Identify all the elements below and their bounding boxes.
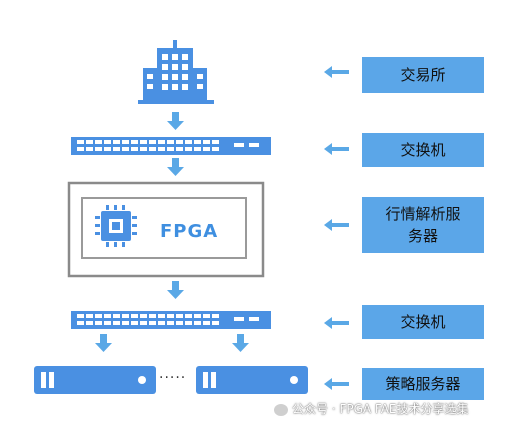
arrow-down-1	[167, 112, 184, 130]
label-exchange: 交易所	[362, 57, 484, 93]
chip-icon	[95, 205, 137, 247]
switch-top-icon	[71, 137, 271, 155]
label-switch-top-text: 交换机	[400, 141, 446, 159]
building-icon	[138, 40, 214, 104]
arrow-down-3	[167, 281, 184, 299]
label-switch-bottom: 交换机	[362, 305, 484, 339]
arrow-left-3	[324, 219, 349, 231]
strategy-server-right-icon	[196, 366, 308, 394]
arrow-down-5	[232, 334, 249, 352]
label-market-server-line2: 务器	[407, 227, 438, 245]
label-switch-bottom-text: 交换机	[400, 313, 446, 331]
label-market-server-line1: 行情解析服	[385, 205, 461, 223]
label-exchange-text: 交易所	[400, 66, 446, 84]
watermark-text: 公众号 · FPGA FAE技术分享选集	[292, 402, 469, 416]
arrow-left-4	[324, 317, 349, 329]
wechat-icon	[274, 403, 288, 416]
server-ellipsis: ·····	[159, 370, 187, 386]
arrow-left-2	[324, 143, 349, 155]
arrow-left-5	[324, 378, 349, 390]
switch-bottom-icon	[71, 311, 271, 329]
label-strategy-server: 策略服务器	[362, 368, 484, 400]
label-switch-top: 交换机	[362, 133, 484, 167]
strategy-server-left-icon	[34, 366, 156, 394]
label-strategy-server-text: 策略服务器	[385, 375, 461, 393]
arrow-down-4	[95, 334, 112, 352]
watermark: 公众号 · FPGA FAE技术分享选集	[274, 400, 469, 417]
label-market-server: 行情解析服 务器	[362, 197, 484, 253]
arrow-down-2	[167, 158, 184, 176]
arrow-left-1	[324, 66, 349, 78]
fpga-label: FPGA	[160, 221, 219, 242]
